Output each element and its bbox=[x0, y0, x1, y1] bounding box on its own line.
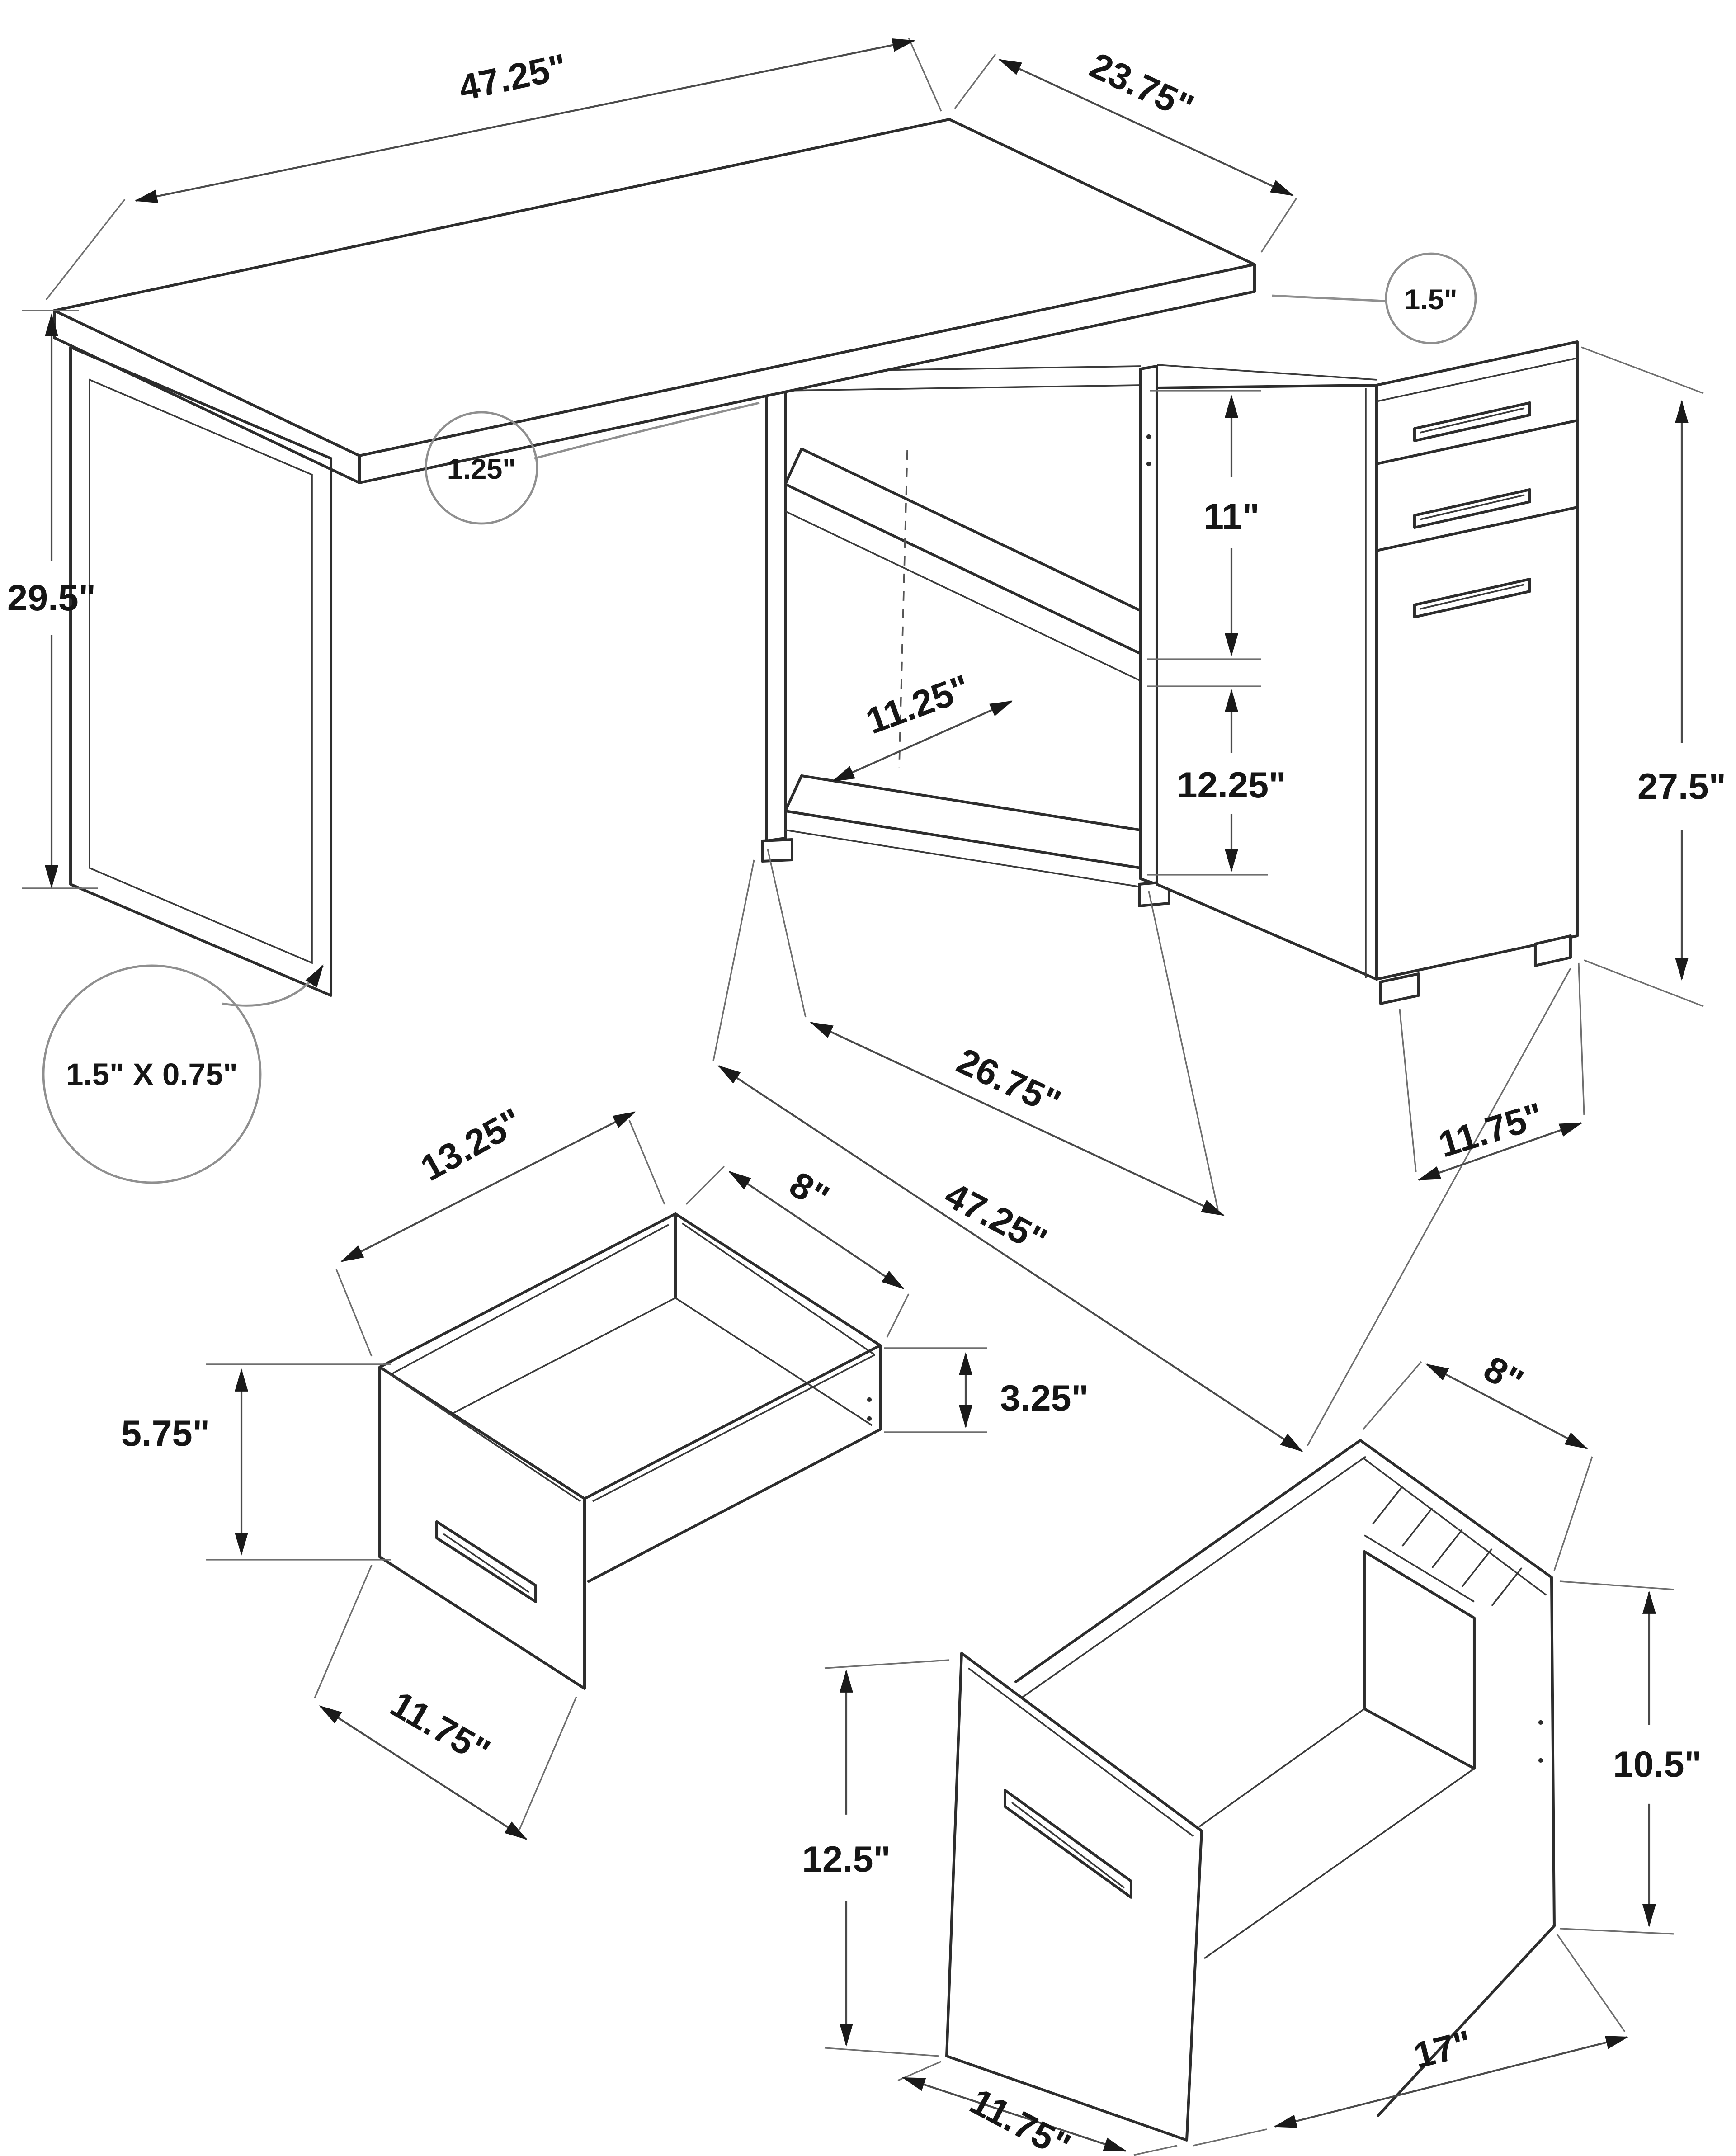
dim-upper-opening: 11" bbox=[1147, 390, 1261, 660]
dim-label-top-length: 47.25" bbox=[455, 47, 571, 109]
dim-large-back-height: 10.5" bbox=[1559, 1580, 1702, 1935]
divider-panel bbox=[1139, 364, 1158, 886]
small-drawer-front-panel bbox=[378, 1365, 586, 1690]
hatch-shading bbox=[1372, 1486, 1523, 1607]
drawer-handle-2 bbox=[1413, 488, 1531, 529]
callout-label-desktop-thickness: 1.5" bbox=[1404, 284, 1457, 316]
large-drawer-box bbox=[1014, 1439, 1556, 2117]
large-drawer-figure: 8" 10.5" 12.5" 17" 11.75" bbox=[802, 1349, 1702, 2156]
cabinet-side-face bbox=[1155, 383, 1378, 981]
left-panel-foot bbox=[761, 838, 794, 863]
dim-label-top-depth: 23.75" bbox=[1084, 45, 1200, 128]
dim-shelf-depth: 11.25" bbox=[831, 667, 1013, 782]
dim-label-desk-height: 29.5" bbox=[7, 578, 96, 618]
dim-label-shelf-span: 26.75" bbox=[951, 1041, 1067, 1123]
cabinet-foot-left bbox=[1379, 972, 1420, 1005]
desktop bbox=[53, 118, 1256, 484]
dim-large-front-height: 12.5" bbox=[802, 1659, 950, 2057]
large-drawer-handle bbox=[1003, 1788, 1132, 1899]
cabinet-front-face bbox=[1375, 340, 1579, 981]
dim-label-upper-opening: 11" bbox=[1203, 496, 1260, 537]
dim-label-large-front-height: 12.5" bbox=[802, 1839, 891, 1880]
dim-small-side-height: 3.25" bbox=[884, 1347, 1089, 1433]
dim-large-depth: 17" bbox=[1193, 1933, 1629, 2147]
drawer-handle-3 bbox=[1413, 577, 1531, 618]
large-drawer-front-panel bbox=[945, 1651, 1203, 2142]
callout-panel-thickness: 1.25" bbox=[425, 401, 760, 525]
dim-lower-opening: 12.25" bbox=[1147, 685, 1286, 876]
dim-small-width: 8" bbox=[685, 1164, 910, 1338]
dim-label-small-width: 8" bbox=[783, 1164, 836, 1218]
cabinet-foot-right bbox=[1533, 934, 1572, 967]
dim-large-width: 8" bbox=[1362, 1349, 1593, 1571]
dim-label-lower-opening: 12.25" bbox=[1177, 765, 1286, 806]
drawer-cabinet bbox=[1155, 340, 1579, 1005]
dim-small-front-height: 5.75" bbox=[121, 1363, 391, 1561]
callout-leg-tube: 1.5" X 0.75" bbox=[42, 964, 324, 1184]
callout-label-panel-thickness: 1.25" bbox=[447, 453, 516, 485]
dowel-dot bbox=[1146, 461, 1151, 467]
callout-desktop-thickness: 1.5" bbox=[1272, 252, 1477, 344]
dim-label-large-depth: 17" bbox=[1410, 2023, 1476, 2076]
metal-leg-frame bbox=[69, 345, 333, 997]
desktop-front-edge bbox=[358, 263, 1256, 484]
small-drawer-handle bbox=[435, 1520, 538, 1603]
bottom-board bbox=[784, 774, 1158, 888]
drawer-handle-1 bbox=[1413, 401, 1531, 442]
dim-label-small-front-width: 11.75" bbox=[384, 1684, 497, 1772]
dim-label-small-front-height: 5.75" bbox=[121, 1413, 210, 1454]
callout-label-leg-tube: 1.5" X 0.75" bbox=[66, 1057, 238, 1092]
dowel-dot bbox=[1146, 434, 1151, 439]
dim-small-length: 13.25" bbox=[335, 1101, 665, 1357]
dim-label-shelf-depth: 11.25" bbox=[861, 667, 975, 742]
return-left-panel bbox=[765, 386, 787, 842]
dim-cabinet-height: 27.5" bbox=[1581, 346, 1726, 1007]
dim-label-small-side-height: 3.25" bbox=[1000, 1378, 1089, 1419]
dim-desk-height: 29.5" bbox=[7, 310, 98, 889]
dim-label-cabinet-height: 27.5" bbox=[1637, 766, 1726, 807]
main-desk-figure: 47.25" 23.75" 1.5" 29.5" 1.25" bbox=[7, 38, 1726, 1452]
middle-shelf bbox=[784, 447, 1158, 682]
dim-label-large-back-height: 10.5" bbox=[1613, 1744, 1702, 1785]
